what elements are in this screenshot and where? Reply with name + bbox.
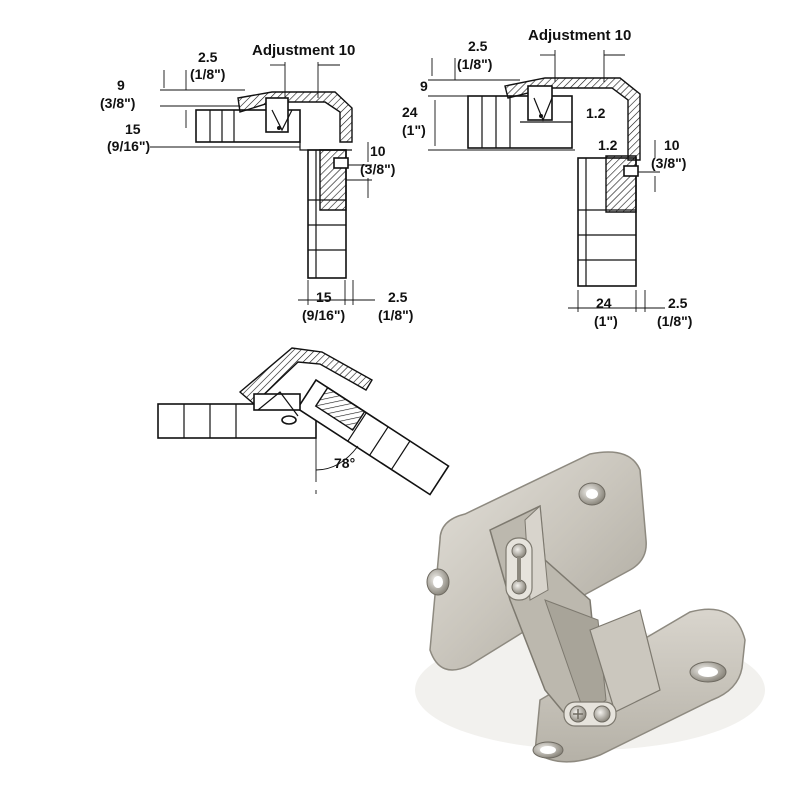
d2-inner-a: 1.2 xyxy=(586,105,606,121)
d1-left-large-mm: 15 xyxy=(125,121,141,137)
d2-top-offset-in: (1/8") xyxy=(457,56,492,72)
d1-right-mm: 10 xyxy=(370,143,386,159)
d1-adjustment-label: Adjustment 10 xyxy=(252,42,355,59)
d2-inner-b: 1.2 xyxy=(598,137,618,153)
diagram-2-thick-panel-hinge: Adjustment 10 2.5 (1/8") 9 24 (1") 1.2 1… xyxy=(402,27,692,329)
d1-left-small-mm: 9 xyxy=(117,77,125,93)
d2-bottom-width-mm: 24 xyxy=(596,295,612,311)
hinge-photo xyxy=(415,451,765,763)
d2-left-small-mm: 9 xyxy=(420,78,428,94)
d1-top-offset-mm: 2.5 xyxy=(198,49,218,65)
d2-bottom-gap-in: (1/8") xyxy=(657,313,692,329)
d1-left-small-in: (3/8") xyxy=(100,95,135,111)
d1-bottom-width-in: (9/16") xyxy=(302,307,345,323)
d2-right-in: (3/8") xyxy=(651,155,686,171)
d2-top-offset-mm: 2.5 xyxy=(468,38,488,54)
d1-bottom-width-mm: 15 xyxy=(316,289,332,305)
diagram-3-opening-angle: 78° xyxy=(157,347,450,496)
d1-bottom-gap-in: (1/8") xyxy=(378,307,413,323)
d1-right-in: (3/8") xyxy=(360,161,395,177)
d2-adjustment-label: Adjustment 10 xyxy=(528,27,631,44)
d2-bottom-width-in: (1") xyxy=(594,313,618,329)
d1-top-offset-in: (1/8") xyxy=(190,66,225,82)
d2-left-large-mm: 24 xyxy=(402,104,418,120)
d1-bottom-gap-mm: 2.5 xyxy=(388,289,408,305)
d1-left-large-in: (9/16") xyxy=(107,138,150,154)
d2-bottom-gap-mm: 2.5 xyxy=(668,295,688,311)
diagram-1-inset-hinge: Adjustment 10 2.5 (1/8") 9 (3/8") 15 (9/… xyxy=(100,42,413,323)
d2-left-large-in: (1") xyxy=(402,122,426,138)
d2-right-mm: 10 xyxy=(664,137,680,153)
d3-angle-label: 78° xyxy=(334,455,355,471)
